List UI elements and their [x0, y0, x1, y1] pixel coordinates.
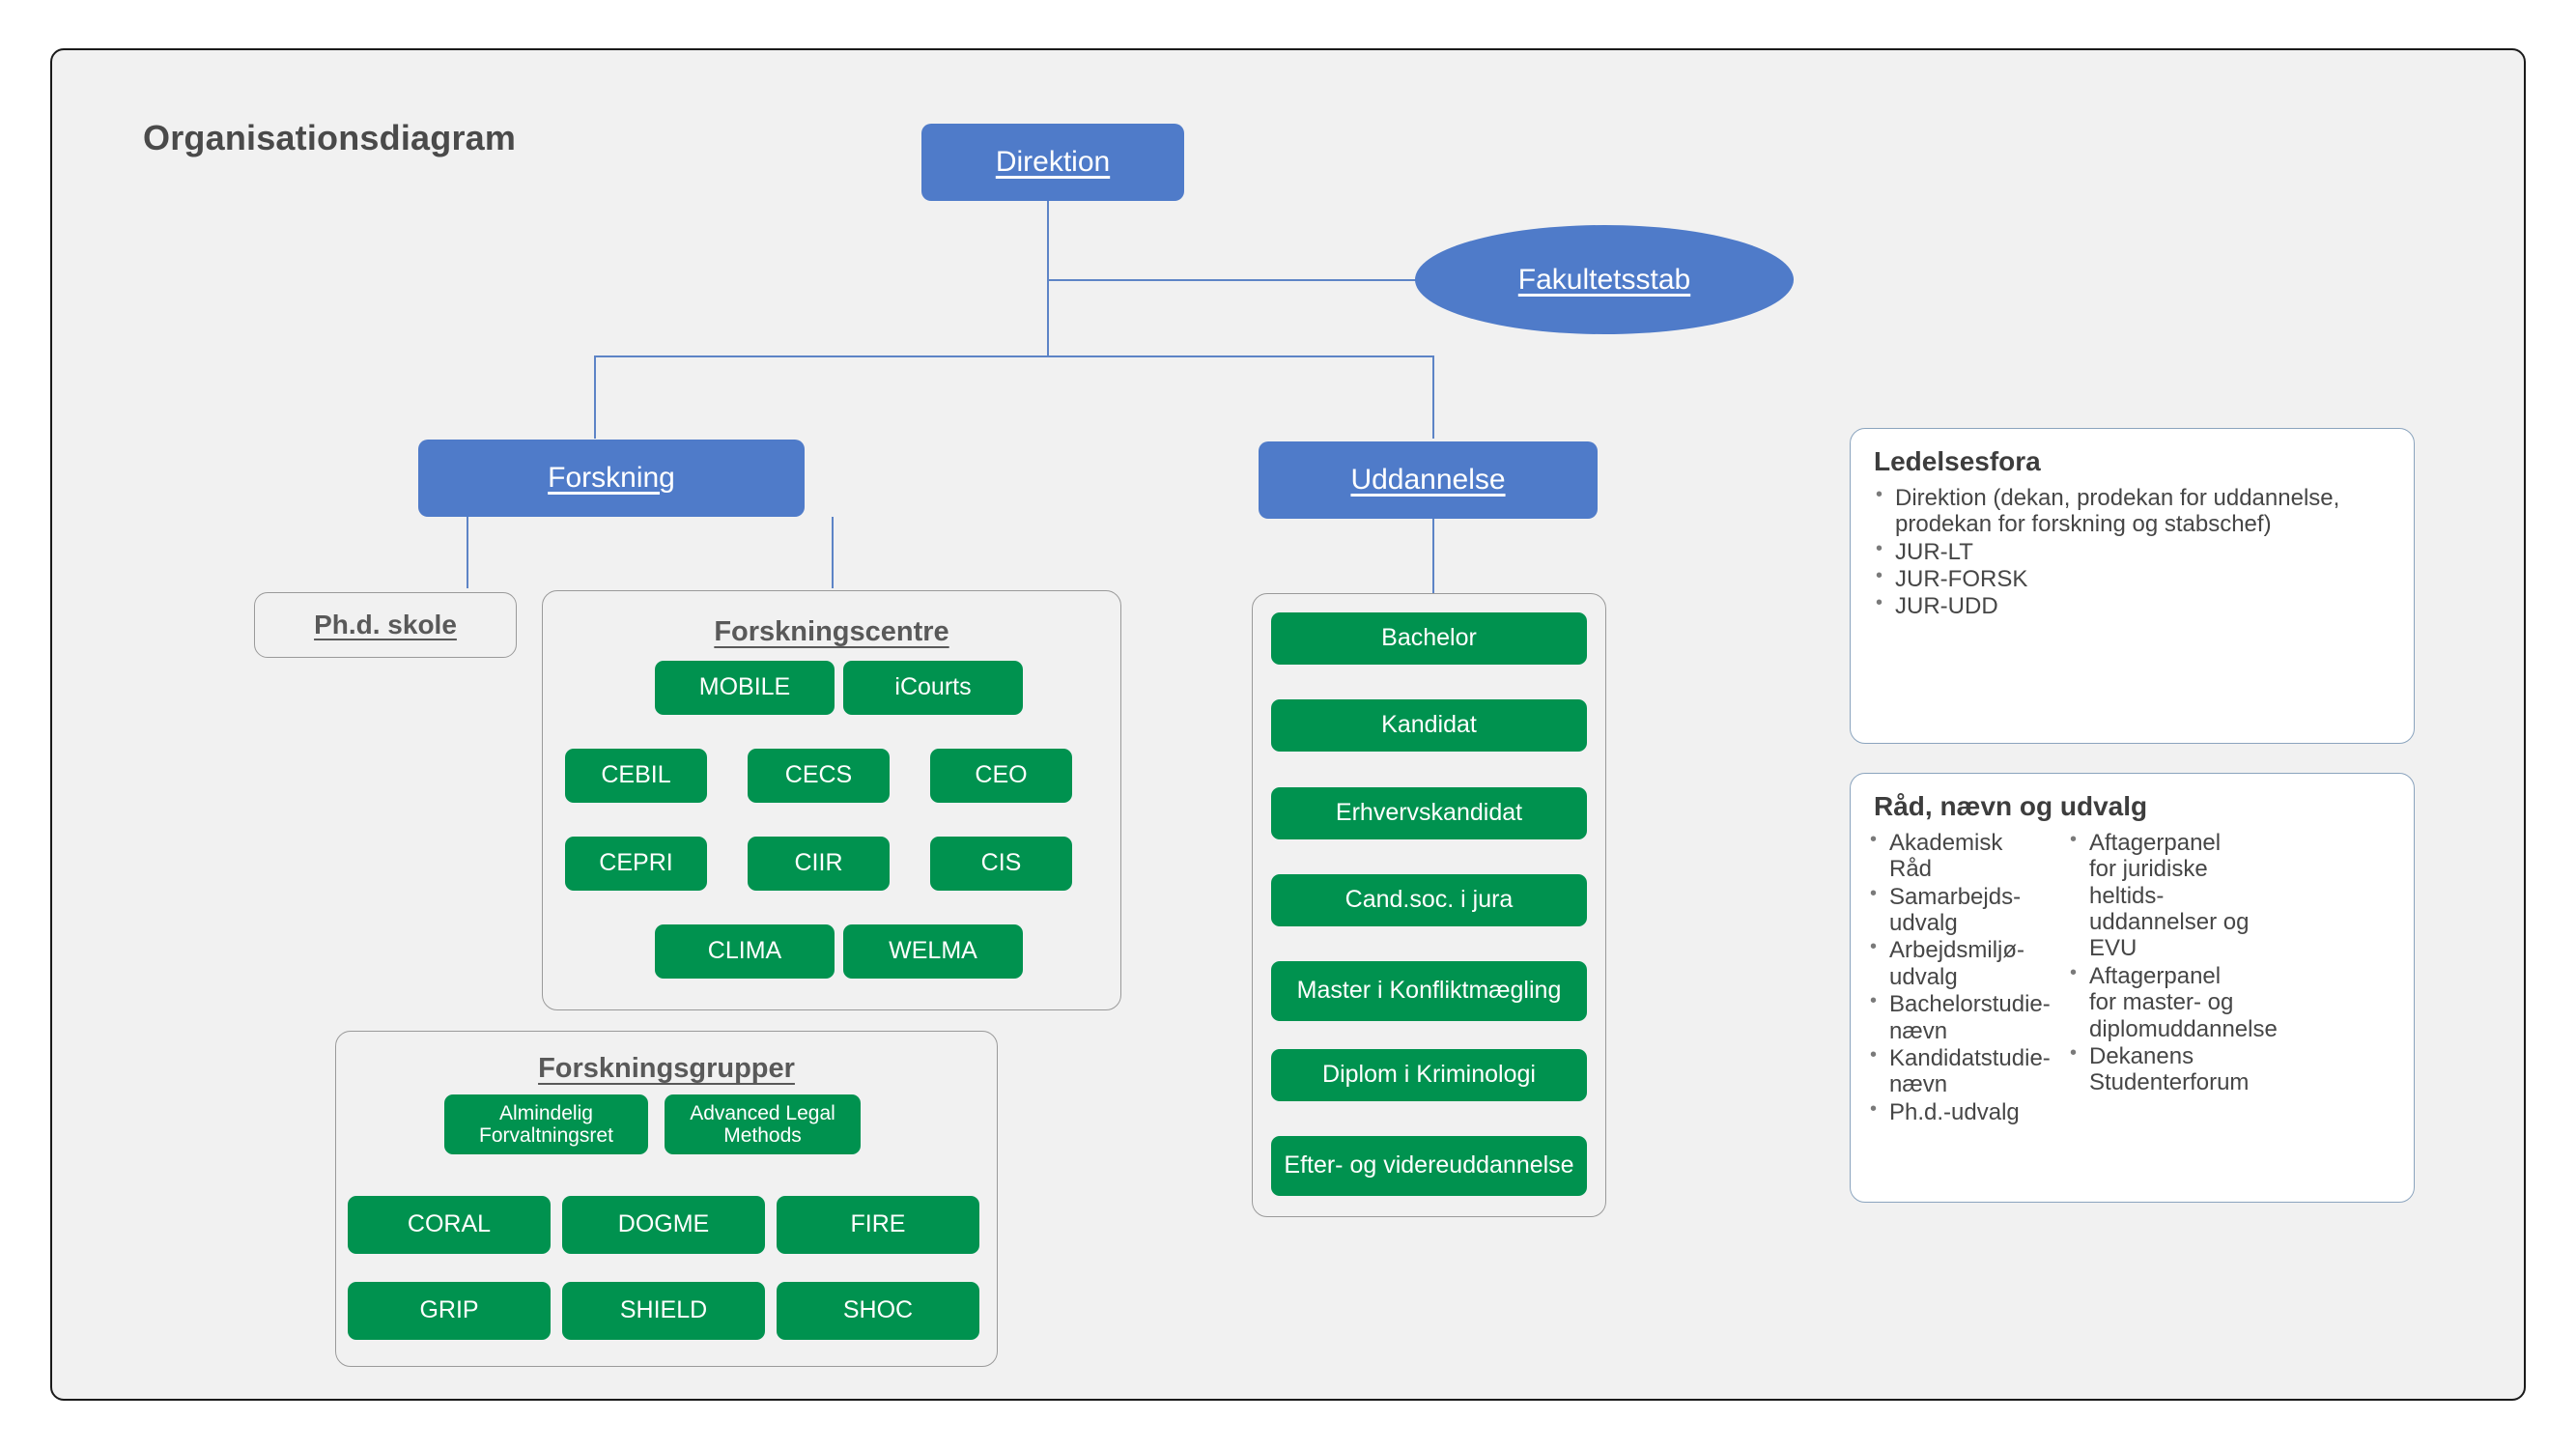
panel-rad-column-right: Aftagerpanel for juridiske heltids-uddan… — [2051, 829, 2278, 1126]
node-centre-icourts[interactable]: iCourts — [843, 661, 1023, 715]
node-group-almindelig-forvaltningsret[interactable]: Almindelig Forvaltningsret — [444, 1094, 648, 1154]
node-group-dogme-label: DOGME — [617, 1210, 710, 1238]
node-programme-erhvervskandidat-label: Erhvervskandidat — [1335, 799, 1523, 827]
node-programme-cand-soc-i-jura[interactable]: Cand.soc. i jura — [1271, 874, 1587, 926]
node-programme-kandidat[interactable]: Kandidat — [1271, 699, 1587, 752]
node-centre-cebil[interactable]: CEBIL — [565, 749, 707, 803]
node-centre-cis-label: CIS — [980, 849, 1022, 877]
node-group-shoc-label: SHOC — [842, 1296, 914, 1324]
list-item: JUR-UDD — [1851, 592, 2398, 619]
node-centre-welma-label: WELMA — [889, 937, 977, 965]
list-item: Aftagerpanel for juridiske heltids-uddan… — [2051, 829, 2253, 962]
panel-ledelsesfora-list: Direktion (dekan, prodekan for uddannels… — [1851, 484, 2398, 620]
node-centre-mobile-label: MOBILE — [698, 673, 791, 701]
list-item: Kandidatstudie-nævn — [1851, 1044, 2051, 1098]
connector-to-forskning — [594, 355, 596, 439]
node-programme-master-i-konfliktmaegling[interactable]: Master i Konfliktmægling — [1271, 961, 1587, 1021]
node-forskning-label: Forskning — [548, 461, 675, 494]
node-direktion-label: Direktion — [995, 145, 1111, 178]
node-group-dogme[interactable]: DOGME — [562, 1196, 765, 1254]
node-fakultetsstab-label: Fakultetsstab — [1517, 263, 1691, 296]
node-group-shoc[interactable]: SHOC — [777, 1282, 979, 1340]
list-item: Aftagerpanel for master- og diplomuddann… — [2051, 962, 2278, 1042]
list-item: Samarbejds-udvalg — [1851, 883, 2049, 937]
node-group-fire-label: FIRE — [850, 1210, 906, 1238]
node-group-almindelig-forvaltningsret-label: Almindelig Forvaltningsret — [479, 1101, 613, 1147]
node-direktion[interactable]: Direktion — [921, 124, 1184, 201]
node-centre-icourts-label: iCourts — [894, 673, 972, 701]
node-forskning[interactable]: Forskning — [418, 440, 805, 517]
node-programme-diplom-i-kriminologi-label: Diplom i Kriminologi — [1322, 1061, 1536, 1089]
node-centre-cebil-label: CEBIL — [601, 761, 671, 789]
node-group-shield-label: SHIELD — [619, 1296, 708, 1324]
list-item: Ph.d.-udvalg — [1851, 1098, 2049, 1125]
panel-rad-column-left: Akademisk Råd Samarbejds-udvalg Arbejdsm… — [1851, 829, 2051, 1126]
node-programme-efter-og-videreuddannelse[interactable]: Efter- og videreuddannelse — [1271, 1136, 1587, 1196]
node-fakultetsstab[interactable]: Fakultetsstab — [1415, 225, 1794, 334]
group-forskningscentre-title: Forskningscentre — [714, 616, 949, 647]
panel-rad-naevn-og-udvalg-title: Råd, nævn og udvalg — [1874, 791, 2148, 821]
node-programme-master-i-konfliktmaegling-label: Master i Konfliktmægling — [1296, 977, 1562, 1005]
panel-ledelsesfora-title: Ledelsesfora — [1874, 446, 2041, 476]
node-centre-clima-label: CLIMA — [707, 937, 782, 965]
node-centre-cepri[interactable]: CEPRI — [565, 837, 707, 891]
node-centre-cecs-label: CECS — [784, 761, 853, 789]
list-item: Dekanens Studenterforum — [2051, 1042, 2253, 1096]
list-item: Arbejdsmiljø-udvalg — [1851, 936, 2049, 990]
node-group-fire[interactable]: FIRE — [777, 1196, 979, 1254]
node-centre-ciir-label: CIIR — [794, 849, 843, 877]
connector-forskning-phd — [467, 517, 468, 588]
connector-forskning-centre — [832, 517, 834, 588]
group-forskningsgrupper-title: Forskningsgrupper — [538, 1053, 795, 1084]
node-centre-mobile[interactable]: MOBILE — [655, 661, 835, 715]
node-programme-cand-soc-i-jura-label: Cand.soc. i jura — [1345, 886, 1514, 914]
panel-rad-columns: Akademisk Råd Samarbejds-udvalg Arbejdsm… — [1851, 829, 2414, 1136]
node-phd-skole-label: Ph.d. skole — [314, 610, 457, 639]
node-group-coral-label: CORAL — [407, 1210, 492, 1238]
node-phd-skole[interactable]: Ph.d. skole — [254, 592, 517, 658]
node-programme-diplom-i-kriminologi[interactable]: Diplom i Kriminologi — [1271, 1049, 1587, 1101]
panel-ledelsesfora: Ledelsesfora Direktion (dekan, prodekan … — [1850, 428, 2415, 744]
node-programme-bachelor[interactable]: Bachelor — [1271, 612, 1587, 665]
list-item: JUR-LT — [1851, 538, 2398, 565]
node-group-coral[interactable]: CORAL — [348, 1196, 551, 1254]
node-programme-bachelor-label: Bachelor — [1381, 624, 1477, 652]
node-centre-clima[interactable]: CLIMA — [655, 924, 835, 979]
list-item: Akademisk Råd — [1851, 829, 2049, 883]
node-programme-efter-og-videreuddannelse-label: Efter- og videreuddannelse — [1284, 1151, 1574, 1179]
list-item: Direktion (dekan, prodekan for uddannels… — [1851, 484, 2398, 538]
page-title: Organisationsdiagram — [143, 118, 517, 157]
node-centre-ceo-label: CEO — [975, 761, 1028, 789]
panel-rad-naevn-og-udvalg: Råd, nævn og udvalg Akademisk Råd Samarb… — [1850, 773, 2415, 1203]
node-group-shield[interactable]: SHIELD — [562, 1282, 765, 1340]
node-centre-welma[interactable]: WELMA — [843, 924, 1023, 979]
connector-direktion-down — [1047, 201, 1049, 355]
connector-uddannelse-programmes — [1432, 519, 1434, 593]
node-programme-kandidat-label: Kandidat — [1381, 711, 1477, 739]
node-uddannelse[interactable]: Uddannelse — [1259, 441, 1598, 519]
node-group-advanced-legal-methods-label: Advanced Legal Methods — [690, 1101, 835, 1147]
node-centre-cecs[interactable]: CECS — [748, 749, 890, 803]
node-group-grip[interactable]: GRIP — [348, 1282, 551, 1340]
node-centre-cis[interactable]: CIS — [930, 837, 1072, 891]
node-uddannelse-label: Uddannelse — [1350, 463, 1506, 496]
node-centre-cepri-label: CEPRI — [599, 849, 673, 877]
connector-to-fakultetsstab — [1047, 279, 1419, 281]
node-centre-ciir[interactable]: CIIR — [748, 837, 890, 891]
node-group-advanced-legal-methods[interactable]: Advanced Legal Methods — [665, 1094, 861, 1154]
node-centre-ceo[interactable]: CEO — [930, 749, 1072, 803]
list-item: Bachelorstudie-nævn — [1851, 990, 2051, 1044]
node-group-grip-label: GRIP — [419, 1296, 479, 1324]
connector-branch-bar — [594, 355, 1434, 357]
node-programme-erhvervskandidat[interactable]: Erhvervskandidat — [1271, 787, 1587, 839]
list-item: JUR-FORSK — [1851, 565, 2398, 592]
connector-to-uddannelse — [1432, 355, 1434, 439]
